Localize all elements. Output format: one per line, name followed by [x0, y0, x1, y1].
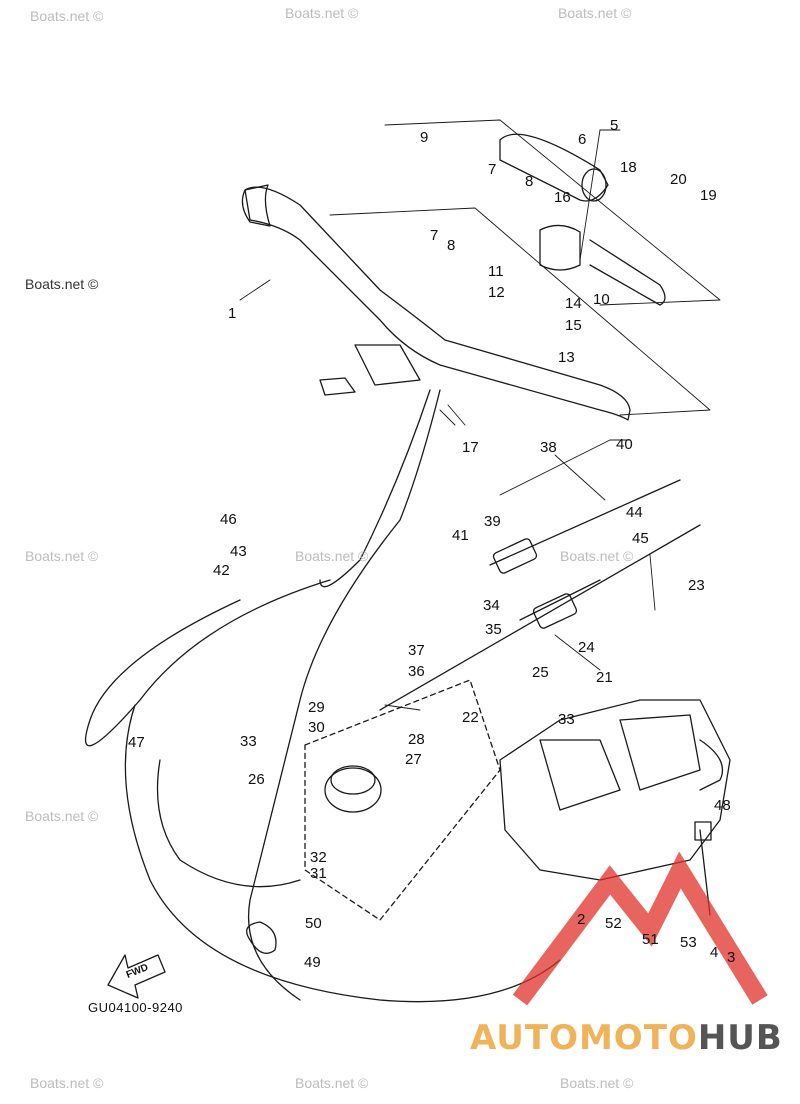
callout-41: 41	[452, 527, 469, 544]
cable-loop-right	[156, 759, 301, 888]
engine-block	[499, 699, 731, 881]
shift-cable-upper	[489, 479, 681, 566]
watermark: Boats.net ©	[295, 548, 369, 564]
watermark: Boats.net ©	[560, 1075, 634, 1091]
callout-33b: 33	[558, 711, 575, 728]
watermark: Boats.net ©	[295, 1075, 369, 1091]
callout-18: 18	[620, 159, 637, 176]
callout-45: 45	[632, 530, 649, 547]
callout-50: 50	[305, 915, 322, 932]
callout-14: 14	[565, 295, 582, 312]
callout-7a: 7	[488, 161, 497, 178]
callout-43: 43	[230, 543, 247, 560]
cable-clamp	[246, 921, 277, 954]
callout-17: 17	[462, 439, 479, 456]
callout-19: 19	[700, 187, 717, 204]
shift-cable-mid	[519, 579, 601, 621]
callout-29: 29	[308, 699, 325, 716]
cable-fitting-39	[492, 538, 538, 574]
callout-15: 15	[565, 317, 582, 334]
callout-48: 48	[714, 797, 731, 814]
logo-part1: AUTOMOTO	[470, 1018, 698, 1058]
callout-46: 46	[220, 511, 237, 528]
callout-16: 16	[554, 189, 571, 206]
callout-36: 36	[408, 663, 425, 680]
callout-1: 1	[228, 305, 237, 322]
callout-42: 42	[213, 562, 230, 579]
logo-triangle	[512, 851, 768, 1006]
watermark: Boats.net ©	[558, 5, 632, 21]
callout-31: 31	[310, 865, 327, 882]
callout-27: 27	[405, 751, 422, 768]
bracket	[319, 377, 356, 396]
callout-30: 30	[308, 719, 325, 736]
callout-20: 20	[670, 171, 687, 188]
callout-9: 9	[420, 129, 429, 146]
cable-b	[319, 389, 431, 588]
callout-13: 13	[558, 349, 575, 366]
grip-end	[581, 168, 607, 202]
callout-11: 11	[488, 263, 504, 280]
callout-32: 32	[310, 849, 327, 866]
callout-47: 47	[128, 734, 145, 751]
leader-lines	[239, 129, 656, 711]
cable-fitting-24	[532, 593, 578, 629]
callout-23: 23	[688, 577, 705, 594]
callout-52: 52	[605, 915, 622, 932]
callout-28: 28	[408, 731, 425, 748]
watermark: Boats.net ©	[30, 1075, 104, 1091]
callout-21: 21	[596, 669, 613, 686]
callout-37: 37	[408, 642, 425, 659]
callout-24: 24	[578, 639, 595, 656]
callout-5: 5	[610, 117, 619, 134]
callout-10: 10	[593, 291, 610, 308]
watermark: Boats.net ©	[25, 548, 99, 564]
callout-39: 39	[484, 513, 501, 530]
watermark: Boats.net ©	[25, 808, 99, 824]
watermark: Boats.net ©	[560, 548, 634, 564]
callout-44: 44	[626, 504, 643, 521]
callout-4: 4	[710, 944, 719, 961]
callout-51: 51	[642, 931, 659, 948]
watermark: Boats.net ©	[285, 5, 359, 21]
callout-34: 34	[483, 597, 500, 614]
callout-2: 2	[577, 911, 586, 928]
shift-bracket	[304, 679, 501, 921]
grip-tube	[589, 239, 666, 306]
shift-drum	[324, 767, 382, 813]
watermark: Boats.net ©	[30, 8, 104, 24]
cable-loop-left	[84, 579, 331, 747]
cable-main-left	[124, 704, 561, 1003]
callout-7b: 7	[430, 227, 439, 244]
callout-8b: 8	[447, 237, 456, 254]
diagram-code: GU04100-9240	[88, 1000, 183, 1015]
handlebar	[244, 186, 631, 421]
callout-49: 49	[304, 954, 321, 971]
callout-26: 26	[248, 771, 265, 788]
shift-cable-lower	[379, 524, 701, 711]
plane-lower	[329, 207, 711, 416]
callout-33a: 33	[240, 733, 257, 750]
throttle-housing	[539, 224, 581, 271]
left-grip	[241, 184, 271, 227]
fwd-arrow-icon	[107, 954, 166, 999]
cable-a	[247, 389, 441, 1001]
callout-12: 12	[488, 284, 505, 301]
callout-35: 35	[485, 621, 502, 638]
watermark: Boats.net ©	[25, 276, 99, 292]
callout-38: 38	[540, 439, 557, 456]
callout-22: 22	[462, 709, 479, 726]
callout-53: 53	[680, 934, 697, 951]
plane-upper	[384, 119, 721, 306]
automotohub-logo: AUTOMOTOHUB	[470, 1018, 783, 1058]
callout-8a: 8	[525, 173, 534, 190]
handlebar-clamp	[354, 344, 421, 386]
callout-6: 6	[578, 131, 587, 148]
callout-40: 40	[616, 436, 633, 453]
callout-3: 3	[727, 949, 736, 966]
callout-25: 25	[532, 664, 549, 681]
logo-part2: HUB	[697, 1018, 783, 1058]
